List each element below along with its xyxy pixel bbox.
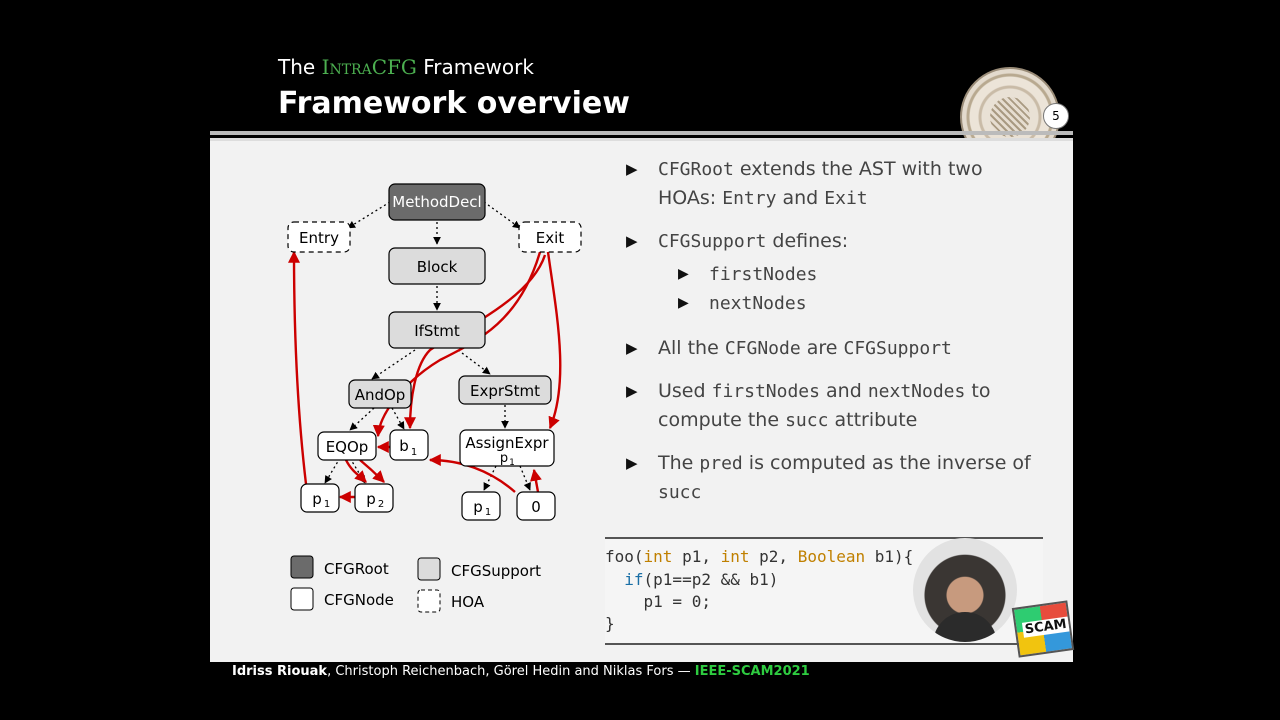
bullet-pred: The pred is computed as the inverse of s… (626, 449, 1046, 507)
code-line-3: p1 = 0; (605, 592, 711, 611)
svg-text:p: p (312, 490, 322, 508)
legend-swatch-cfgroot (290, 555, 314, 579)
svg-text:EQOp: EQOp (326, 438, 369, 456)
node-p2: p 2 (354, 483, 394, 513)
node-eqop: EQOp (317, 431, 377, 461)
header-rule-secondary (210, 138, 1073, 141)
legend-label-cfgnode: CFGNode (324, 591, 394, 609)
seal-emblem (990, 97, 1030, 137)
node-ifstmt: IfStmt (388, 311, 486, 349)
node-assign-expr: AssignExpr p 1 (459, 429, 555, 468)
node-method-decl: MethodDecl (388, 183, 486, 221)
svg-text:p: p (473, 498, 483, 516)
bullet-cfgnode: All the CFGNode are CFGSupport (626, 334, 1046, 363)
svg-text:1: 1 (324, 499, 330, 510)
node-entry: Entry (287, 221, 351, 253)
slide-header (210, 0, 1073, 135)
svg-text:AndOp: AndOp (355, 386, 406, 404)
svg-text:p: p (500, 451, 508, 466)
node-b1: b 1 (389, 429, 429, 461)
code-line-2: if(p1==p2 && b1) (624, 570, 779, 589)
sub-bullet-nextnodes: nextNodes (626, 289, 1046, 318)
legend-swatch-cfgsupport (417, 557, 441, 581)
svg-text:0: 0 (531, 498, 541, 516)
sub-bullet-firstnodes: firstNodes (626, 260, 1046, 289)
ast-edges (324, 201, 531, 491)
node-zero: 0 (516, 491, 556, 521)
node-p1: p 1 (300, 483, 340, 513)
slide-footer: Idriss Riouak, Christoph Reichenbach, Gö… (232, 664, 810, 679)
header-rule (210, 131, 1073, 135)
legend-label-cfgsupport: CFGSupport (451, 562, 541, 580)
framework-name: IntraCFG (321, 55, 417, 79)
svg-text:Block: Block (417, 258, 458, 276)
svg-text:1: 1 (485, 507, 491, 518)
bullet-list: CFGRoot extends the AST with two HOAs: E… (626, 155, 1046, 521)
page-number-badge: 5 (1043, 103, 1069, 129)
bullet-cfgsupport: CFGSupport defines: (626, 227, 1046, 256)
presenter-webcam (913, 538, 1017, 642)
svg-text:1: 1 (509, 458, 515, 468)
legend: CFGRoot CFGSupport CFGNode HOA (290, 555, 541, 613)
svg-text:AssignExpr: AssignExpr (465, 434, 549, 452)
svg-text:2: 2 (378, 499, 384, 510)
code-line-4: } (605, 614, 615, 633)
svg-text:IfStmt: IfStmt (414, 322, 460, 340)
svg-text:Entry: Entry (299, 229, 339, 247)
node-exprstmt: ExprStmt (458, 375, 552, 405)
node-andop: AndOp (348, 379, 412, 409)
legend-swatch-hoa (417, 589, 441, 613)
svg-text:1: 1 (411, 447, 417, 458)
svg-text:Exit: Exit (536, 229, 565, 247)
svg-text:MethodDecl: MethodDecl (392, 193, 481, 211)
node-p1-assign: p 1 (461, 491, 501, 521)
slide-subtitle: The IntraCFG Framework (278, 55, 534, 79)
bullet-succ: Used firstNodes and nextNodes to compute… (626, 377, 1046, 435)
svg-text:ExprStmt: ExprStmt (470, 382, 540, 400)
svg-text:b: b (399, 437, 409, 455)
bullet-cfgroot: CFGRoot extends the AST with two HOAs: E… (626, 155, 1046, 213)
node-block: Block (388, 247, 486, 285)
presenter-shirt (933, 612, 997, 642)
scam-logo: SCAM (1011, 600, 1075, 658)
legend-label-cfgroot: CFGRoot (324, 560, 389, 578)
code-line-1: foo(int p1, int p2, Boolean b1){ (605, 547, 914, 566)
slide-title: Framework overview (278, 86, 630, 121)
node-exit: Exit (518, 221, 582, 253)
legend-swatch-cfgnode (290, 587, 314, 611)
svg-text:p: p (366, 490, 376, 508)
legend-label-hoa: HOA (451, 593, 485, 611)
